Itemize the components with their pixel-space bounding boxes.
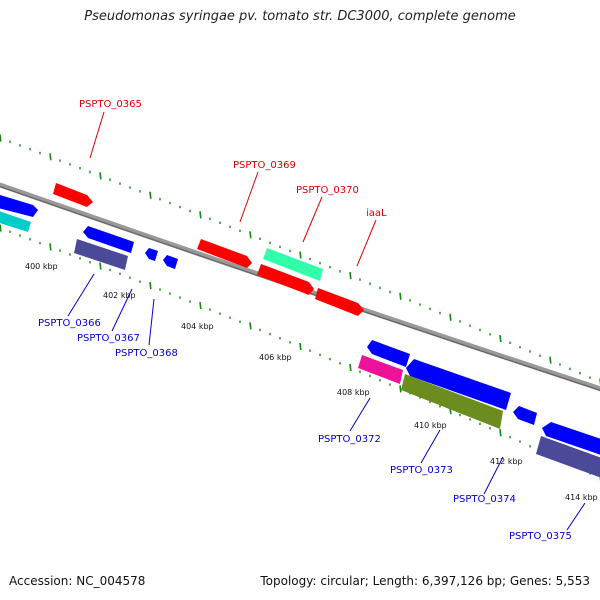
major-tick <box>199 301 202 310</box>
major-tick <box>449 313 452 321</box>
major-tick <box>99 262 102 270</box>
gene-forward-left-edge[interactable] <box>0 192 38 217</box>
tick-label-402: 402 kbp <box>103 291 136 300</box>
major-tick <box>499 429 502 437</box>
callout-pspto-0368 <box>148 298 155 346</box>
genome-title: Pseudomonas syringae pv. tomato str. DC3… <box>84 9 516 24</box>
callout-pspto-0366 <box>67 273 95 317</box>
gene-pspto-0373-a[interactable] <box>406 359 511 410</box>
outer-tick-ring <box>0 134 600 386</box>
major-tick <box>49 153 52 161</box>
major-tick <box>549 356 552 364</box>
tick-label-400: 400 kbp <box>25 262 58 271</box>
callout-iaal <box>356 219 377 267</box>
label-pspto-0369[interactable]: PSPTO_0369 <box>233 160 296 171</box>
major-tick <box>149 191 152 199</box>
major-tick <box>299 251 302 259</box>
callout-pspto-0373 <box>420 429 441 464</box>
major-tick <box>0 224 2 232</box>
label-pspto-0375[interactable]: PSPTO_0375 <box>509 531 572 542</box>
callout-pspto-0370 <box>302 196 323 243</box>
major-tick <box>249 322 252 330</box>
major-tick <box>349 363 352 372</box>
gene-pspto-0372-a[interactable] <box>367 340 410 367</box>
tick-label-408: 408 kbp <box>337 388 370 397</box>
gene-pspto-0372-b[interactable] <box>358 355 403 384</box>
callout-pspto-0367 <box>111 288 133 332</box>
gene-pspto-0375-a[interactable] <box>542 422 600 458</box>
callout-pspto-0374 <box>483 456 504 495</box>
gene-iaal-a[interactable] <box>257 264 314 295</box>
major-tick <box>249 231 252 239</box>
major-tick <box>499 334 502 343</box>
major-tick <box>99 172 102 180</box>
major-tick <box>0 134 2 142</box>
label-pspto-0368[interactable]: PSPTO_0368 <box>115 348 178 359</box>
gene-pspto-0367[interactable] <box>74 239 128 270</box>
gene-pspto-0370[interactable] <box>263 248 323 281</box>
major-tick <box>299 342 302 351</box>
label-pspto-0372[interactable]: PSPTO_0372 <box>318 434 381 445</box>
reverse-strand-genes <box>0 208 600 481</box>
major-tick <box>399 292 402 300</box>
genome-summary-text: Topology: circular; Length: 6,397,126 bp… <box>260 574 590 588</box>
label-pspto-0365[interactable]: PSPTO_0365 <box>79 99 142 110</box>
tick-label-406: 406 kbp <box>259 353 292 362</box>
label-pspto-0374[interactable]: PSPTO_0374 <box>453 494 516 505</box>
callout-pspto-0365 <box>89 111 105 159</box>
tick-label-410: 410 kbp <box>414 421 447 430</box>
label-iaal[interactable]: iaaL <box>366 208 387 219</box>
gene-pspto-0374[interactable] <box>513 406 537 425</box>
label-pspto-0370[interactable]: PSPTO_0370 <box>296 185 359 196</box>
tick-label-412: 412 kbp <box>490 457 523 466</box>
gene-pspto-0369[interactable] <box>197 239 252 268</box>
gene-pspto-0373-b[interactable] <box>401 374 503 429</box>
accession-text: Accession: NC_004578 <box>9 574 146 588</box>
gene-iaal-b[interactable] <box>315 288 364 316</box>
callout-pspto-0369 <box>239 171 259 223</box>
gene-pspto-0368-b[interactable] <box>163 255 178 269</box>
gene-pspto-0365[interactable] <box>53 183 93 207</box>
tick-label-404: 404 kbp <box>181 322 214 331</box>
major-tick <box>199 211 202 219</box>
gene-pspto-0368-a[interactable] <box>145 248 158 261</box>
forward-strand-genes <box>0 183 364 316</box>
gene-pspto-0366[interactable] <box>83 226 134 253</box>
forward-gene-labels: PSPTO_0365 PSPTO_0369 PSPTO_0370 iaaL <box>79 99 387 219</box>
major-tick <box>349 271 352 280</box>
gene-pspto-0375-b[interactable] <box>536 436 600 481</box>
major-tick <box>399 385 402 393</box>
label-pspto-0366[interactable]: PSPTO_0366 <box>38 318 101 329</box>
reverse-gene-labels: PSPTO_0366 PSPTO_0367 PSPTO_0368 PSPTO_0… <box>38 318 572 542</box>
label-pspto-0367[interactable]: PSPTO_0367 <box>77 333 140 344</box>
label-pspto-0373[interactable]: PSPTO_0373 <box>390 465 453 476</box>
callout-pspto-0372 <box>349 397 371 432</box>
gene-callouts <box>67 111 586 531</box>
gene-reverse-left-cyan[interactable] <box>0 208 31 232</box>
tick-label-414: 414 kbp <box>565 493 598 502</box>
kbp-tick-labels: 400 kbp 402 kbp 404 kbp 406 kbp 408 kbp … <box>25 262 598 502</box>
callout-pspto-0375 <box>566 502 586 531</box>
major-tick <box>149 282 152 290</box>
major-tick <box>49 243 52 251</box>
